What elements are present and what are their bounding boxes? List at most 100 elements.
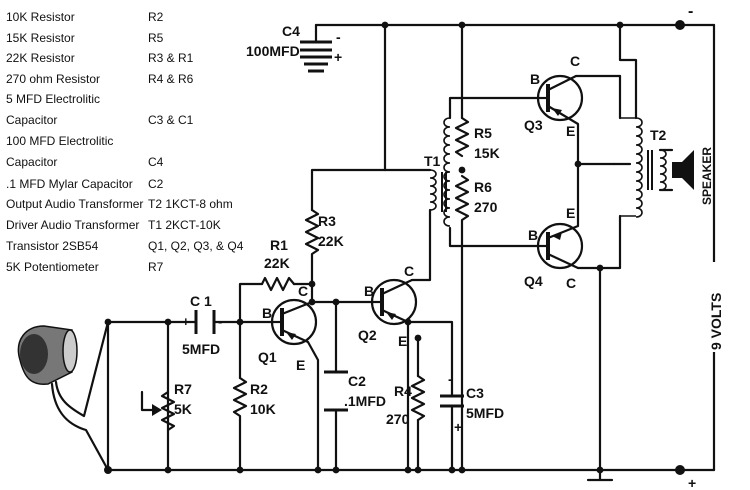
q3-label: Q3 <box>524 117 543 133</box>
parts-row: Capacitor C4 <box>6 155 164 169</box>
r5-resistor: R5 15K <box>454 116 500 161</box>
c3-label: C3 <box>466 385 484 401</box>
junction-dot <box>458 21 466 29</box>
junction-dot <box>236 466 244 474</box>
part-name: 100 MFD Electrolitic <box>6 134 113 148</box>
parts-row: 5 MFD Electrolitic <box>6 92 100 106</box>
part-ref: R7 <box>148 260 164 274</box>
q4-transistor: B E C Q4 <box>524 205 584 291</box>
q1-collector-label: C <box>298 283 308 299</box>
junction-dot <box>308 280 316 288</box>
junction-dot <box>574 160 582 168</box>
r2-resistor: R2 10K <box>232 376 276 422</box>
c1-plus: + <box>182 314 190 329</box>
c4-label: C4 <box>282 23 300 39</box>
q2-collector-wire <box>410 208 432 282</box>
junction-dot <box>448 466 456 474</box>
junction-dot <box>314 466 322 474</box>
q3-transistor: B C E Q3 <box>524 53 584 139</box>
q4-base-wire <box>448 226 538 248</box>
junction-dot <box>381 21 389 29</box>
battery-positive-terminal <box>675 465 685 475</box>
parts-row: 270 ohm Resistor R4 & R6 <box>6 72 194 86</box>
r5-value: 15K <box>474 145 500 161</box>
q2-label: Q2 <box>358 327 377 343</box>
r4-value: 270 <box>386 411 410 427</box>
q2-base-label: B <box>364 283 374 299</box>
q1-transistor: B C E Q1 <box>258 283 318 373</box>
part-name: 270 ohm Resistor <box>6 72 100 86</box>
part-name: Transistor 2SB54 <box>6 239 99 253</box>
battery-positive-label: + <box>688 475 696 490</box>
part-name: 5 MFD Electrolitic <box>6 92 100 106</box>
part-name: Capacitor <box>6 155 57 169</box>
t2-primary-leads <box>598 74 622 270</box>
r1-value: 22K <box>264 255 290 271</box>
r6-value: 270 <box>474 199 498 215</box>
c3-value: 5MFD <box>466 405 504 421</box>
c2-label: C2 <box>348 373 366 389</box>
q2-emitter-label: E <box>398 333 407 349</box>
battery-voltage-label: 9 VOLTS <box>708 293 724 350</box>
part-name: Driver Audio Transformer <box>6 218 139 232</box>
r3-label: R3 <box>318 213 336 229</box>
r2-label: R2 <box>250 381 268 397</box>
q1-emitter-label: E <box>296 357 305 373</box>
q4-base-label: B <box>528 227 538 243</box>
c2-capacitor: C2 .1MFD <box>324 370 386 412</box>
t2-centre-tap <box>618 23 638 120</box>
junction-dot <box>164 318 172 326</box>
r6-resistor: R6 270 <box>454 166 498 230</box>
q3-collector-label: C <box>570 53 580 69</box>
ground-symbol <box>586 468 614 482</box>
battery-negative-terminal <box>675 20 685 30</box>
parts-row: 10K Resistor R2 <box>6 10 164 24</box>
r3-resistor: R3 22K <box>304 208 344 260</box>
r1-resistor: R1 22K <box>260 237 296 292</box>
r5-label: R5 <box>474 125 492 141</box>
c3-minus: - <box>448 371 453 387</box>
t1-label: T1 <box>424 153 441 169</box>
r7-label: R7 <box>174 381 192 397</box>
r7-potentiometer: R7 5K <box>152 381 192 432</box>
q1-emitter-wire <box>306 340 320 472</box>
c4-minus: - <box>336 29 341 45</box>
r7-value: 5K <box>174 401 192 417</box>
r3-leads <box>310 168 387 286</box>
t2-transformer: T2 <box>620 117 674 218</box>
c1-value: 5MFD <box>182 341 220 357</box>
junction-dot <box>414 466 422 474</box>
junction-dot <box>332 466 340 474</box>
part-name: Capacitor <box>6 113 57 127</box>
r2-value: 10K <box>250 401 276 417</box>
q3-emitter-label: E <box>566 123 575 139</box>
part-name: 22K Resistor <box>6 51 75 65</box>
q3-base-wire <box>448 96 538 120</box>
junction-dot <box>616 21 624 29</box>
c4-plus: + <box>334 49 342 65</box>
junction-dot <box>596 264 604 272</box>
input-wire <box>106 320 170 394</box>
q3-base-label: B <box>530 71 540 87</box>
part-ref: R4 & R6 <box>148 72 194 86</box>
part-ref: C4 <box>148 155 164 169</box>
q1-label: Q1 <box>258 349 277 365</box>
r1-label: R1 <box>270 237 288 253</box>
junction-dot <box>404 466 412 474</box>
c4-capacitor: C4 100MFD - + <box>246 23 342 73</box>
r4-label: R4 <box>394 383 412 399</box>
part-name: 10K Resistor <box>6 10 75 24</box>
microphone-icon <box>17 320 110 472</box>
parts-row: 100 MFD Electrolitic <box>6 134 113 148</box>
q2-transistor: B C E Q2 <box>358 263 418 349</box>
part-ref: R2 <box>148 10 164 24</box>
junction-dot <box>332 298 340 306</box>
